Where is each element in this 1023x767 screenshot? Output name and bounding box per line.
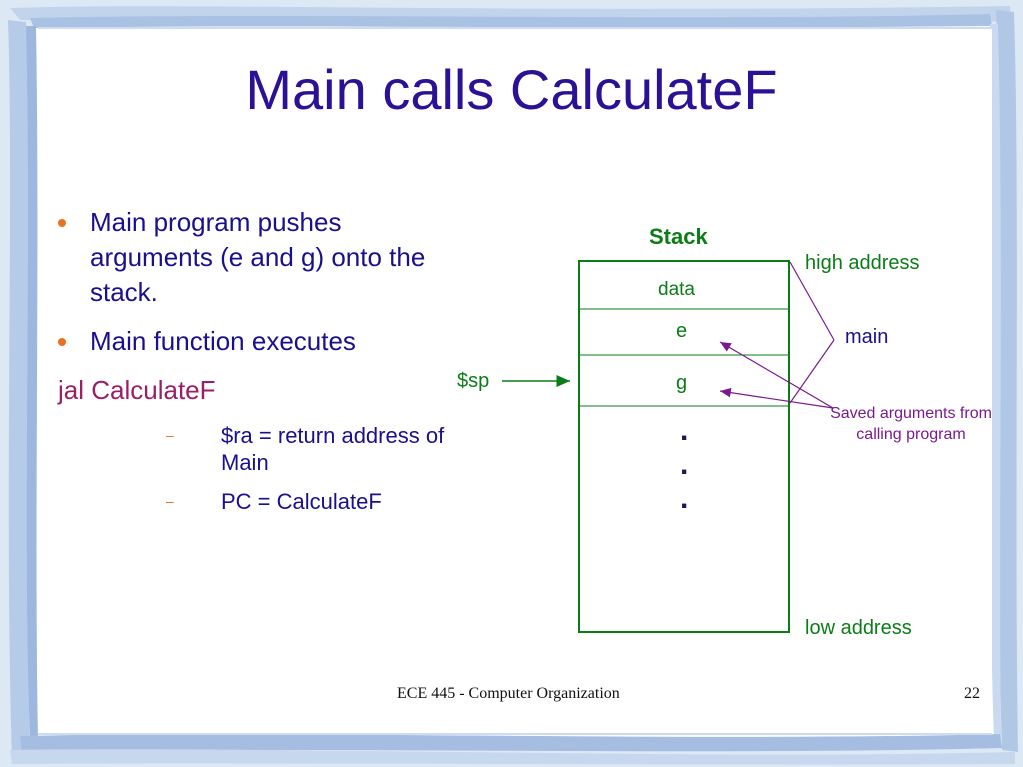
bullet-text: Main program pushes arguments (e and g) … [90,207,426,307]
ellipsis-dot: . [680,414,689,447]
page-number: 22 [964,685,980,702]
dash-icon: – [166,427,174,443]
stack-cell-data: data [658,279,695,300]
sub-bullet-item: – PC = CalculateF [58,488,458,515]
ellipsis-dot: . [680,482,689,515]
sp-label: $sp [457,370,490,392]
bullet-item: Main program pushes arguments (e and g) … [58,205,458,310]
bullet-list: Main program pushes arguments (e and g) … [58,205,458,527]
brace-line [789,261,835,341]
bullet-dot-icon [58,219,66,227]
bullet-dot-icon [58,338,66,346]
sub-bullet-text: PC = CalculateF [221,489,382,514]
ellipsis-dot: . [680,448,689,481]
instruction-line: jal CalculateF [58,375,216,405]
dash-icon: – [166,493,174,509]
brace-line [789,339,835,404]
stack-label: Stack [649,224,708,249]
bullet-item: Main function executes [58,324,458,359]
sub-bullet-item: – $ra = return address of Main [58,422,458,476]
brace-label-main: main [845,326,889,348]
sub-bullet-text: $ra = return address of Main [221,423,445,475]
footer-text: ECE 445 - Computer Organization [397,685,620,702]
annotation-arrow [719,387,834,409]
annotation-arrow [719,341,834,409]
bullet-text: Main function executes [90,326,356,356]
slide-title: Main calls CalculateF [245,58,778,121]
stack-cell-e: e [676,320,688,342]
low-address-label: low address [805,617,912,639]
annotation-text: Saved arguments from calling program [830,405,992,443]
stack-cell-g: g [676,372,688,394]
high-address-label: high address [805,252,920,274]
stack-box [578,260,790,633]
